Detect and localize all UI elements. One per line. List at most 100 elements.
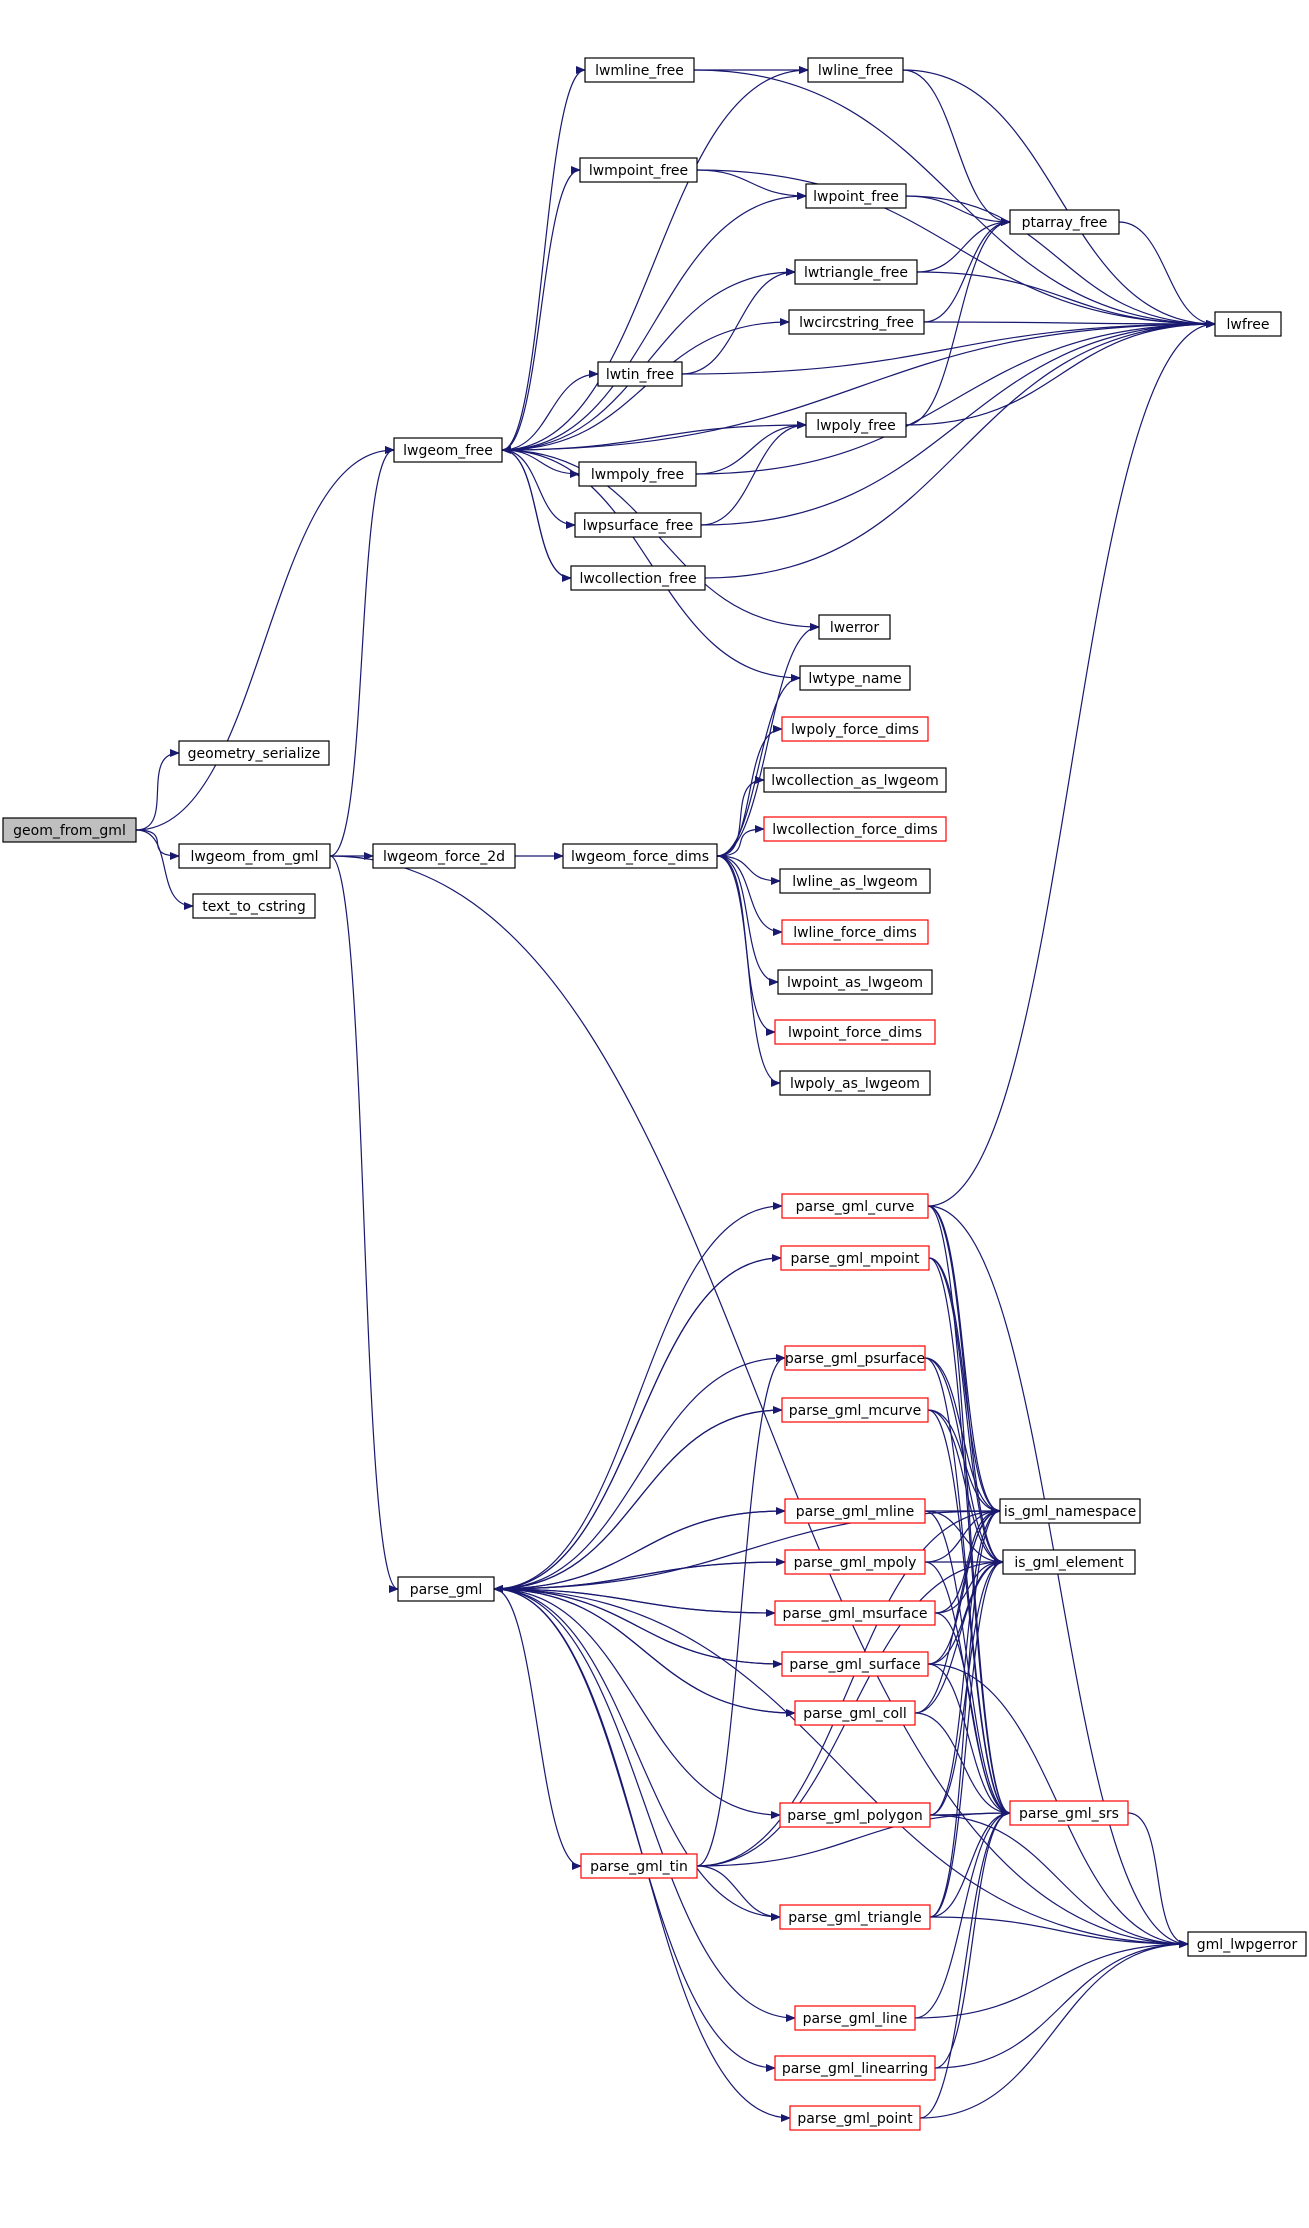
node-lwcollection_as_lwgeom[interactable]: lwcollection_as_lwgeom <box>763 767 947 793</box>
node-label: geometry_serialize <box>188 746 321 762</box>
node-lwgeom_force_dims[interactable]: lwgeom_force_dims <box>562 843 718 869</box>
node-label: lwcollection_free <box>579 571 696 587</box>
node-box <box>597 361 683 387</box>
node-lwfree[interactable]: lwfree <box>1214 311 1282 337</box>
node-is_gml_namespace[interactable]: is_gml_namespace <box>999 1498 1141 1524</box>
edge-lwgeom_from_gml-to-lwgeom_free <box>329 446 395 857</box>
node-parse_gml_tin[interactable]: parse_gml_tin <box>580 1853 698 1879</box>
node-parse_gml_mpoint[interactable]: parse_gml_mpoint <box>780 1245 930 1271</box>
node-lwpoly_force_dims[interactable]: lwpoly_force_dims <box>781 716 929 742</box>
node-lwpoint_as_lwgeom[interactable]: lwpoint_as_lwgeom <box>777 969 933 995</box>
edge-ptarray_free-to-lwfree <box>1118 221 1216 328</box>
node-lwpoint_free[interactable]: lwpoint_free <box>805 183 907 209</box>
node-geom_from_gml[interactable]: geom_from_gml <box>2 817 137 843</box>
edge-parse_gml_mcurve-to-parse_gml <box>493 1409 783 1593</box>
node-parse_gml_surface[interactable]: parse_gml_surface <box>781 1651 929 1677</box>
edge-parse_gml_triangle-to-is_gml_element <box>929 1558 1004 1918</box>
node-lwerror[interactable]: lwerror <box>818 614 891 640</box>
node-box <box>372 843 516 869</box>
node-parse_gml_point[interactable]: parse_gml_point <box>789 2105 921 2131</box>
node-label: lwpoly_free <box>816 418 896 434</box>
node-box <box>1187 1931 1307 1957</box>
node-lwmline_free[interactable]: lwmline_free <box>584 57 695 83</box>
node-box <box>781 1193 929 1219</box>
node-label: parse_gml_tin <box>590 1859 688 1875</box>
node-label: parse_gml_polygon <box>787 1808 923 1824</box>
node-lwline_as_lwgeom[interactable]: lwline_as_lwgeom <box>779 868 931 894</box>
node-text_to_cstring[interactable]: text_to_cstring <box>192 893 316 919</box>
node-label: lwgeom_from_gml <box>190 849 318 865</box>
edge-parse_gml_point-to-parse_gml_srs <box>919 1809 1011 2119</box>
edge-parse_gml-to-parse_gml_triangle <box>493 1588 781 1921</box>
edge-parse_gml_tin-to-parse_gml_triangle <box>696 1865 781 1921</box>
node-parse_gml_polygon[interactable]: parse_gml_polygon <box>779 1802 931 1828</box>
node-parse_gml_mline[interactable]: parse_gml_mline <box>784 1498 926 1524</box>
node-lwpoly_as_lwgeom[interactable]: lwpoly_as_lwgeom <box>779 1070 931 1096</box>
edge-lwgeom_force_dims-to-lwline_as_lwgeom <box>716 855 781 885</box>
node-parse_gml_curve[interactable]: parse_gml_curve <box>781 1193 929 1219</box>
edge-parse_gml_curve-to-is_gml_namespace <box>927 1205 1001 1515</box>
node-parse_gml_coll[interactable]: parse_gml_coll <box>794 1700 916 1726</box>
node-parse_gml_linearring[interactable]: parse_gml_linearring <box>774 2055 936 2081</box>
node-box <box>580 1853 698 1879</box>
node-label: parse_gml_mcurve <box>789 1403 921 1419</box>
node-label: lwpoint_as_lwgeom <box>787 975 923 991</box>
node-lwcircstring_free[interactable]: lwcircstring_free <box>788 309 925 335</box>
node-ptarray_free[interactable]: ptarray_free <box>1009 209 1120 235</box>
node-parse_gml_srs[interactable]: parse_gml_srs <box>1009 1800 1129 1826</box>
node-box <box>562 843 718 869</box>
edge-lwcircstring_free-to-lwfree <box>923 319 1216 328</box>
node-geometry_serialize[interactable]: geometry_serialize <box>178 740 330 766</box>
edge-parse_gml_coll-to-is_gml_namespace <box>914 1507 1001 1714</box>
node-box <box>774 1019 936 1045</box>
node-lwmpoint_free[interactable]: lwmpoint_free <box>579 157 698 183</box>
node-label: parse_gml_surface <box>789 1657 920 1673</box>
node-box <box>781 1651 929 1677</box>
edge-parse_gml-to-gml_lwpgerror <box>493 1588 1189 1948</box>
edge-parse_gml_coll-to-parse_gml <box>493 1585 796 1714</box>
node-parse_gml_line[interactable]: parse_gml_line <box>794 2005 916 2031</box>
edge-parse_gml_point-to-gml_lwpgerror <box>919 1940 1189 2119</box>
edge-parse_gml_triangle-to-is_gml_namespace <box>929 1507 1001 1918</box>
node-lwline_force_dims[interactable]: lwline_force_dims <box>781 919 929 945</box>
node-label: lwtriangle_free <box>804 265 908 281</box>
node-lwcollection_free[interactable]: lwcollection_free <box>570 565 706 591</box>
node-box <box>178 740 330 766</box>
node-lwpoly_free[interactable]: lwpoly_free <box>805 412 907 438</box>
node-box <box>1214 311 1282 337</box>
edge-parse_gml_mcurve-to-is_gml_namespace <box>927 1409 1001 1515</box>
node-label: parse_gml_srs <box>1019 1806 1119 1822</box>
node-lwcollection_force_dims[interactable]: lwcollection_force_dims <box>763 816 947 842</box>
node-box <box>763 816 947 842</box>
node-parse_gml_msurface[interactable]: parse_gml_msurface <box>774 1600 936 1626</box>
node-lwmpoly_free[interactable]: lwmpoly_free <box>578 461 697 487</box>
node-parse_gml_triangle[interactable]: parse_gml_triangle <box>779 1904 931 1930</box>
edge-parse_gml_mpoly-to-parse_gml <box>493 1561 786 1593</box>
node-is_gml_element[interactable]: is_gml_element <box>1002 1549 1136 1575</box>
edge-parse_gml_curve-to-gml_lwpgerror <box>927 1205 1189 1948</box>
node-lwtin_free[interactable]: lwtin_free <box>597 361 683 387</box>
node-parse_gml_psurface[interactable]: parse_gml_psurface <box>784 1345 926 1371</box>
node-box <box>794 259 918 285</box>
node-box <box>1002 1549 1136 1575</box>
node-label: parse_gml_mpoly <box>794 1555 917 1571</box>
node-parse_gml[interactable]: parse_gml <box>397 1576 495 1602</box>
node-lwgeom_from_gml[interactable]: lwgeom_from_gml <box>178 843 331 869</box>
node-lwline_free[interactable]: lwline_free <box>807 57 904 83</box>
node-lwpoint_force_dims[interactable]: lwpoint_force_dims <box>774 1019 936 1045</box>
node-parse_gml_mcurve[interactable]: parse_gml_mcurve <box>781 1397 929 1423</box>
node-box <box>178 843 331 869</box>
edge-parse_gml_msurface-to-is_gml_namespace <box>934 1507 1001 1614</box>
node-lwtype_name[interactable]: lwtype_name <box>799 665 911 691</box>
node-lwgeom_free[interactable]: lwgeom_free <box>393 437 503 463</box>
node-gml_lwpgerror[interactable]: gml_lwpgerror <box>1187 1931 1307 1957</box>
edge-lwgeom_free-to-lwmpoint_free <box>501 166 581 451</box>
node-parse_gml_mpoly[interactable]: parse_gml_mpoly <box>784 1549 926 1575</box>
node-lwtriangle_free[interactable]: lwtriangle_free <box>794 259 918 285</box>
node-lwpsurface_free[interactable]: lwpsurface_free <box>574 512 702 538</box>
edge-lwgeom_force_dims-to-lwtype_name <box>716 674 801 857</box>
edge-parse_gml_srs-to-gml_lwpgerror <box>1127 1812 1189 1948</box>
edge-parse_gml_mpoint-to-parse_gml <box>493 1257 782 1593</box>
node-lwgeom_force_2d[interactable]: lwgeom_force_2d <box>372 843 516 869</box>
